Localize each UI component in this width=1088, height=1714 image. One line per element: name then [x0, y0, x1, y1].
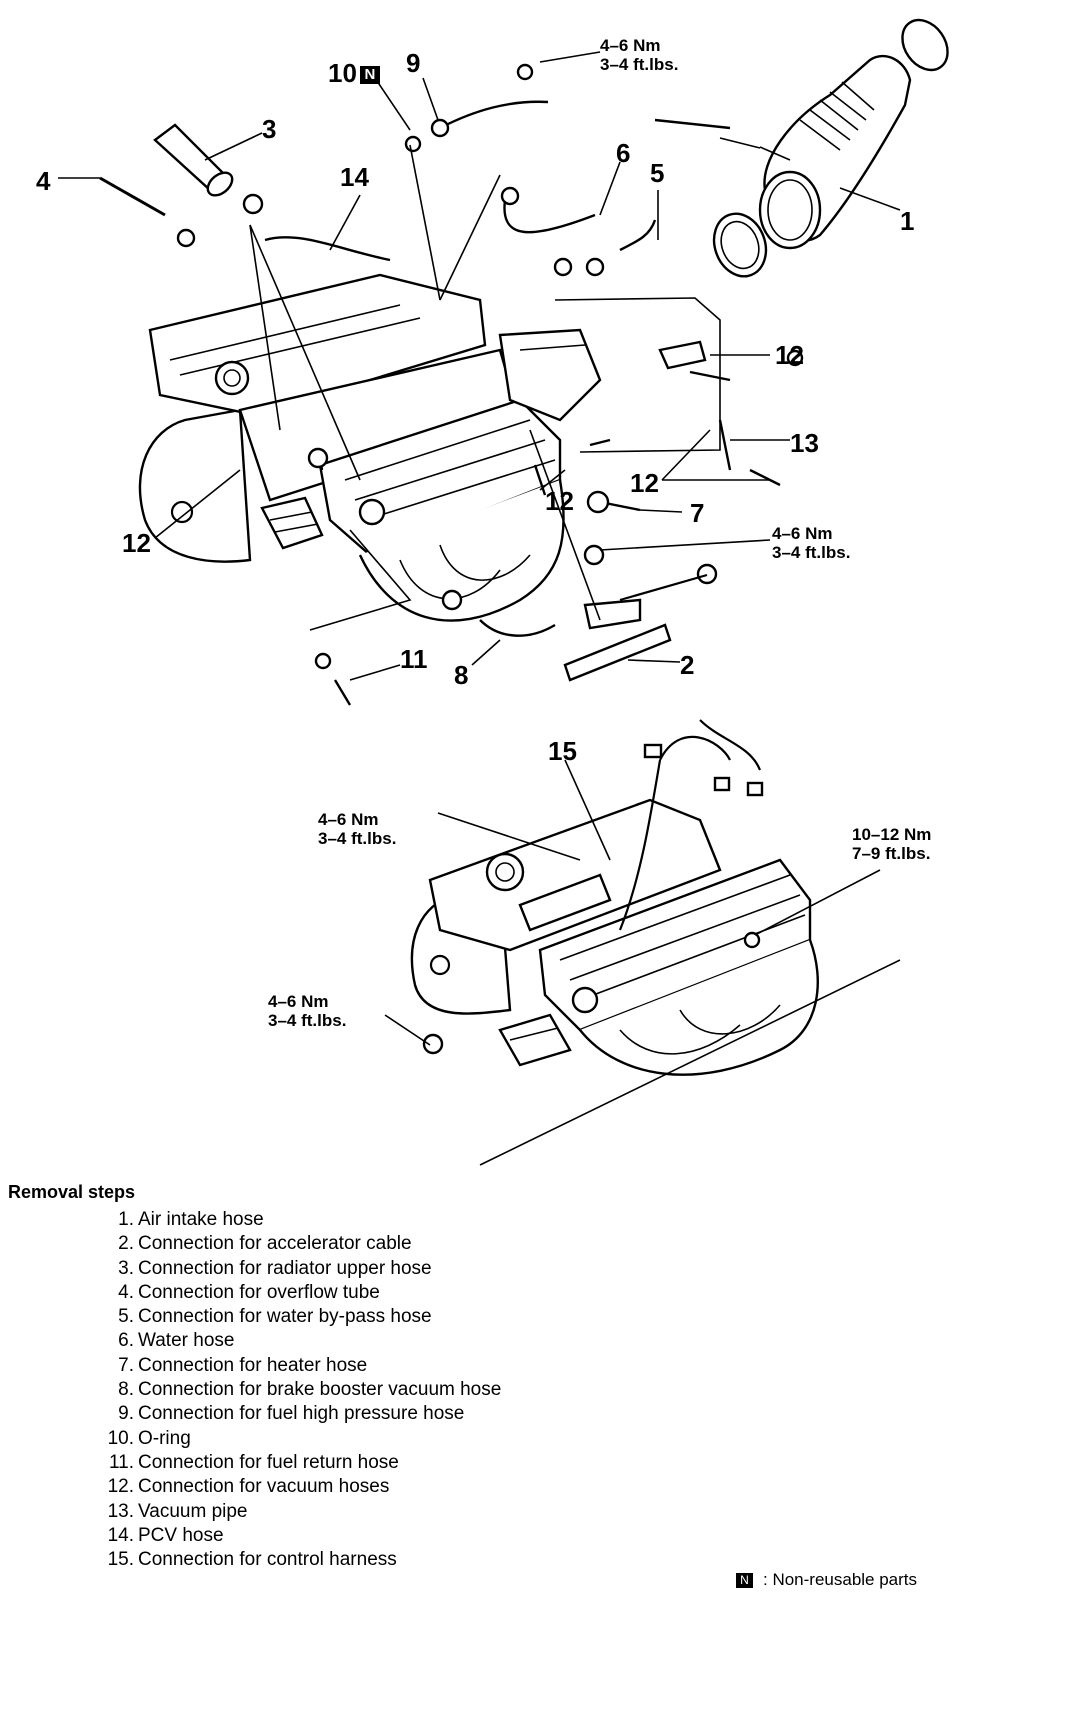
callout-4: 4 — [36, 166, 51, 196]
callout-14: 14 — [340, 162, 369, 192]
torque-label-harness-bolt: 4–6 Nm 3–4 ft.lbs. — [318, 810, 396, 848]
torque-label-manifold-bolt: 10–12 Nm 7–9 ft.lbs. — [852, 825, 931, 863]
removal-step-text: Connection for fuel high pressure hose — [138, 1403, 465, 1425]
removal-step: 4.Connection for overflow tube — [88, 1281, 501, 1305]
removal-step-text: Connection for control harness — [138, 1549, 397, 1571]
removal-step: 5.Connection for water by-pass hose — [88, 1305, 501, 1329]
callout-6: 6 — [616, 138, 631, 168]
torque-label-bracket-bolt: 4–6 Nm 3–4 ft.lbs. — [268, 992, 346, 1030]
engine-assembly-top — [138, 273, 721, 622]
removal-step-number: 15. — [107, 1549, 134, 1571]
removal-step-text: Connection for brake booster vacuum hose — [138, 1379, 502, 1401]
removal-step-text: O-ring — [138, 1427, 191, 1449]
leader-lines-top — [58, 51, 901, 681]
torque-nm: 4–6 Nm — [318, 810, 379, 829]
removal-step: 15.Connection for control harness — [88, 1548, 501, 1572]
legend: N : Non-reusable parts — [736, 1570, 917, 1590]
removal-step-text: Water hose — [138, 1330, 235, 1352]
removal-step: 8.Connection for brake booster vacuum ho… — [88, 1378, 501, 1402]
callout-8: 8 — [454, 660, 469, 690]
callout-13: 13 — [790, 428, 819, 458]
leader-lines-bottom — [384, 759, 901, 1166]
torque-ft: 3–4 ft.lbs. — [318, 829, 397, 848]
removal-step: 13.Vacuum pipe — [88, 1500, 501, 1524]
callout-7: 7 — [690, 498, 705, 528]
torque-label-accelerator-bracket: 4–6 Nm 3–4 ft.lbs. — [772, 524, 850, 562]
removal-step-number: 11. — [108, 1451, 134, 1473]
removal-step-number: 7. — [118, 1354, 134, 1376]
removal-step-text: Connection for accelerator cable — [138, 1233, 412, 1255]
removal-steps-title: Removal steps — [8, 1182, 136, 1202]
callout-12-a: 12 — [775, 340, 804, 370]
hoses-and-fittings — [99, 63, 804, 706]
non-reusable-badge-icon: N — [736, 1573, 753, 1588]
removal-step: 9.Connection for fuel high pressure hose — [88, 1402, 501, 1426]
removal-step-number: 5. — [118, 1306, 134, 1328]
removal-step: 1.Air intake hose — [88, 1208, 501, 1232]
torque-nm: 4–6 Nm — [600, 36, 661, 55]
removal-step: 3.Connection for radiator upper hose — [88, 1257, 501, 1281]
removal-step: 12.Connection for vacuum hoses — [88, 1475, 501, 1499]
torque-nm: 4–6 Nm — [772, 524, 833, 543]
callout-15: 15 — [548, 736, 577, 766]
engine-assembly-bottom — [410, 719, 819, 1076]
callout-11: 11 — [400, 644, 428, 674]
callout-10-label: 10 — [328, 58, 357, 88]
removal-step: 14.PCV hose — [88, 1524, 501, 1548]
torque-ft: 7–9 ft.lbs. — [852, 844, 931, 863]
torque-nm: 4–6 Nm — [268, 992, 329, 1011]
removal-step-text: Connection for heater hose — [138, 1354, 368, 1376]
removal-step-number: 13. — [107, 1500, 134, 1522]
non-reusable-badge-icon: N — [359, 66, 380, 84]
removal-step-number: 6. — [118, 1330, 134, 1352]
removal-step-text: Connection for fuel return hose — [138, 1451, 399, 1473]
removal-step-text: Connection for water by-pass hose — [138, 1306, 432, 1328]
removal-step-text: Connection for overflow tube — [138, 1281, 380, 1303]
removal-step: 2.Connection for accelerator cable — [88, 1232, 501, 1256]
removal-step: 11.Connection for fuel return hose — [88, 1451, 501, 1475]
callout-9: 9 — [406, 48, 421, 78]
torque-ft: 3–4 ft.lbs. — [268, 1011, 347, 1030]
removal-step-text: PCV hose — [138, 1524, 224, 1546]
callout-1: 1 — [900, 206, 915, 236]
callout-3: 3 — [262, 114, 277, 144]
removal-step-number: 9. — [118, 1403, 134, 1425]
legend-label: : Non-reusable parts — [763, 1570, 918, 1589]
torque-label-fuel-hose: 4–6 Nm 3–4 ft.lbs. — [600, 36, 678, 74]
removal-step-number: 14. — [107, 1524, 134, 1546]
removal-step-number: 3. — [118, 1257, 134, 1279]
removal-step-number: 10. — [107, 1427, 134, 1449]
air-intake-hose — [712, 18, 949, 278]
removal-step-text: Air intake hose — [138, 1209, 264, 1230]
torque-nm: 10–12 Nm — [852, 825, 932, 844]
callout-5: 5 — [650, 158, 665, 188]
torque-ft: 3–4 ft.lbs. — [772, 543, 851, 562]
removal-step-number: 8. — [118, 1379, 134, 1401]
removal-step-number: 12. — [107, 1476, 134, 1498]
removal-step: 7.Connection for heater hose — [88, 1354, 501, 1378]
removal-step-number: 2. — [118, 1233, 134, 1255]
removal-step-number: 4. — [118, 1281, 134, 1303]
callout-12-d: 12 — [122, 528, 151, 558]
removal-step-text: Connection for radiator upper hose — [138, 1257, 432, 1279]
callout-12-b: 12 — [630, 468, 659, 498]
callout-2: 2 — [680, 650, 695, 680]
removal-step-text: Vacuum pipe — [138, 1500, 248, 1522]
torque-ft: 3–4 ft.lbs. — [600, 55, 679, 74]
removal-step: 10.O-ring — [88, 1427, 501, 1451]
callout-12-c: 12 — [545, 486, 574, 516]
removal-step: 6.Water hose — [88, 1329, 501, 1353]
removal-step-text: Connection for vacuum hoses — [138, 1476, 390, 1498]
removal-step-number: 1. — [118, 1209, 134, 1230]
